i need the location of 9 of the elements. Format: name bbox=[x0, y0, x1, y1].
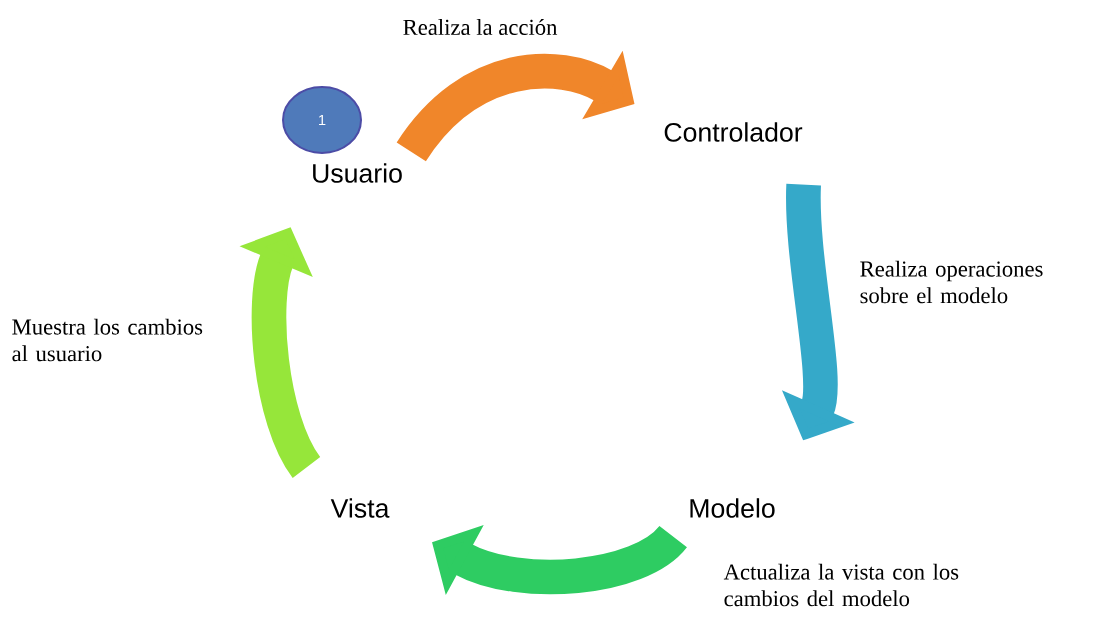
edge-label: Actualiza la vista con los cambios del modelo bbox=[723, 563, 959, 607]
node-label: Controlador bbox=[664, 122, 803, 142]
node-label: Vista bbox=[330, 498, 390, 518]
node-label: Usuario bbox=[313, 163, 402, 183]
edge-label: Muestra los cambios al usuario bbox=[12, 318, 203, 362]
edge-label: Realiza operaciones sobre el modelo bbox=[860, 260, 1043, 304]
edge-label: Realiza la acción bbox=[403, 19, 558, 35]
node-label: Modelo bbox=[690, 498, 775, 518]
number-badge: 1 bbox=[282, 86, 362, 154]
